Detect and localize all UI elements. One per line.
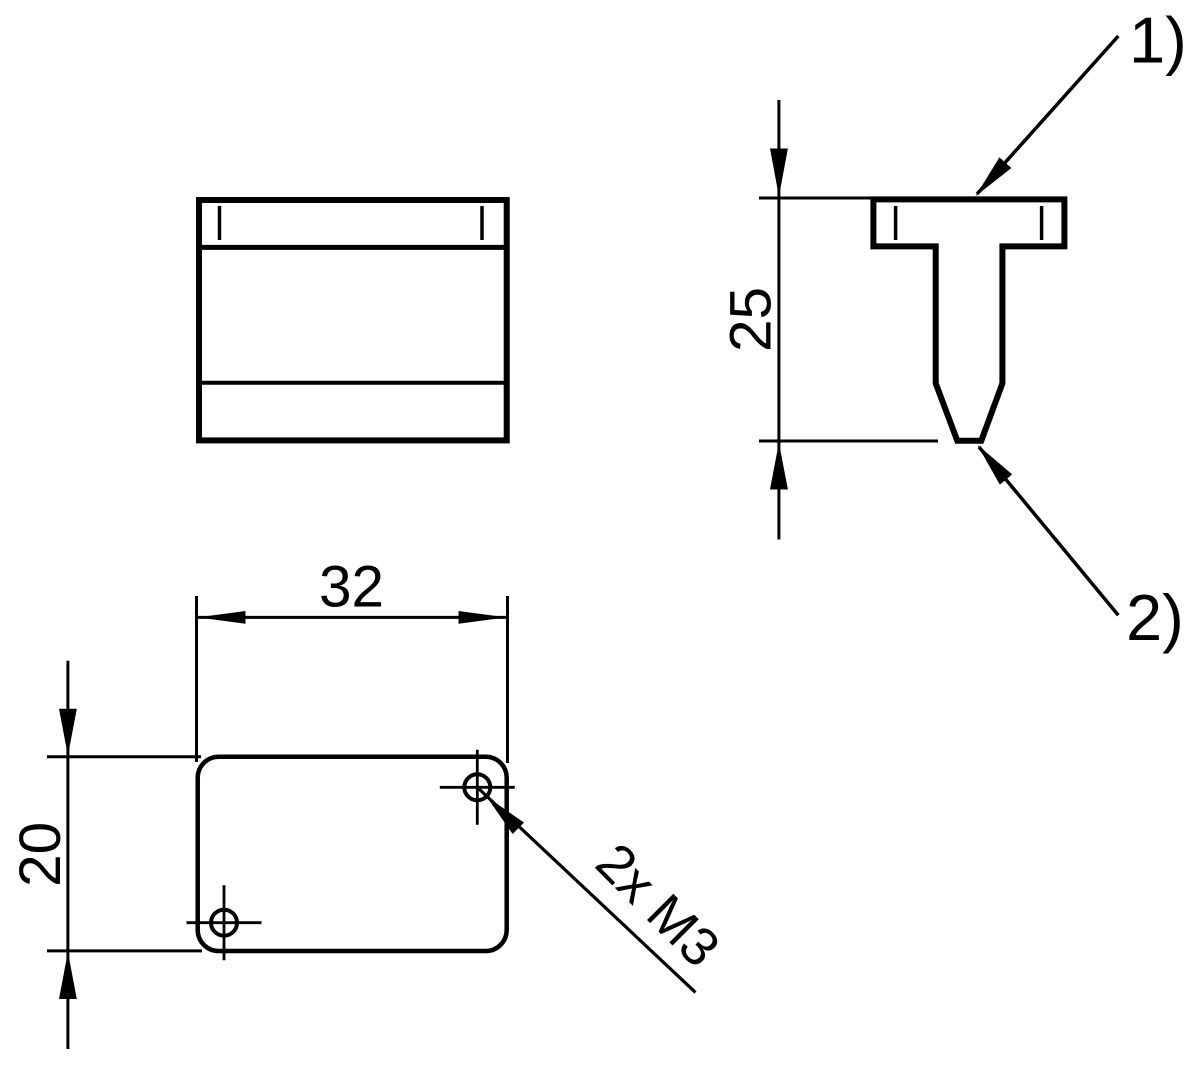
svg-text:32: 32 xyxy=(319,555,384,620)
svg-text:1): 1) xyxy=(1129,4,1187,77)
svg-text:25: 25 xyxy=(719,287,784,352)
svg-text:20: 20 xyxy=(8,822,73,887)
svg-text:2): 2) xyxy=(1126,581,1184,654)
